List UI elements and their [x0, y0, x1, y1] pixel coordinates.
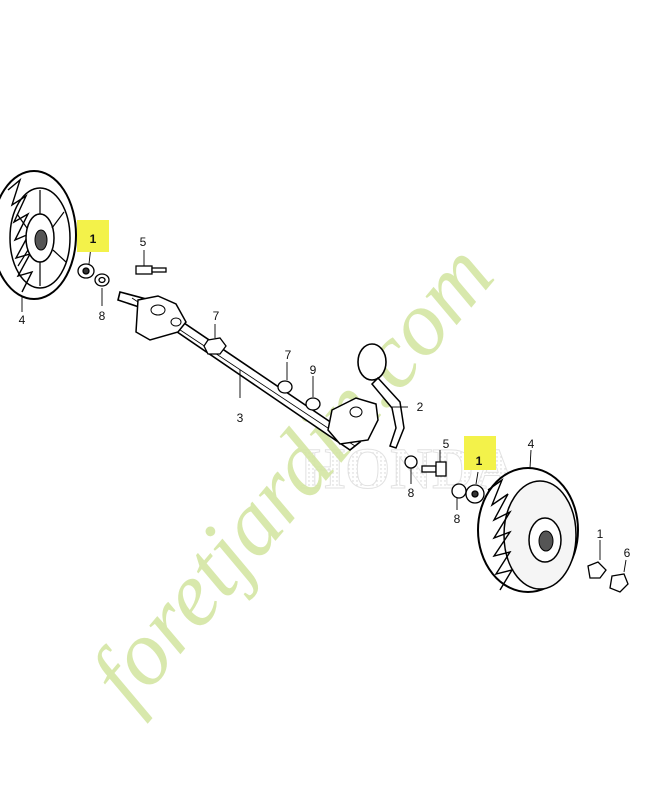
callout-8-left: 8	[99, 309, 106, 323]
callout-4-right: 4	[528, 437, 535, 451]
left-bracket	[135, 295, 187, 341]
highlight-box-right	[464, 436, 496, 470]
callout-5-right: 5	[443, 437, 450, 451]
callout-1-mid: 1	[476, 454, 483, 468]
callout-3: 3	[237, 411, 244, 425]
callout-8-mid: 8	[408, 486, 415, 500]
highlight-box-left	[77, 220, 109, 252]
leader-lines	[21, 245, 627, 573]
callout-7-top: 7	[213, 309, 220, 323]
callout-2: 2	[417, 400, 424, 414]
bolt-right	[421, 465, 437, 473]
callout-4-left: 4	[19, 313, 26, 327]
nut-mid	[277, 380, 293, 394]
left-wheel	[0, 170, 77, 300]
bolt-6	[609, 573, 629, 593]
callout-5-top: 5	[140, 235, 147, 249]
bolt-top	[135, 265, 153, 275]
washer-9	[305, 397, 321, 411]
callout-9: 9	[310, 363, 317, 377]
height-lever	[327, 343, 405, 449]
washer-mid	[404, 455, 418, 469]
nut-top	[203, 337, 227, 355]
washer-right	[451, 483, 467, 499]
callout-7-mid: 7	[285, 348, 292, 362]
callout-1-right: 1	[597, 527, 604, 541]
right-wheel	[477, 467, 579, 593]
callout-6: 6	[624, 546, 631, 560]
collar-far-right	[587, 561, 607, 579]
callout-1-top: 1	[90, 232, 97, 246]
hardware	[77, 263, 629, 593]
callout-8-right: 8	[454, 512, 461, 526]
